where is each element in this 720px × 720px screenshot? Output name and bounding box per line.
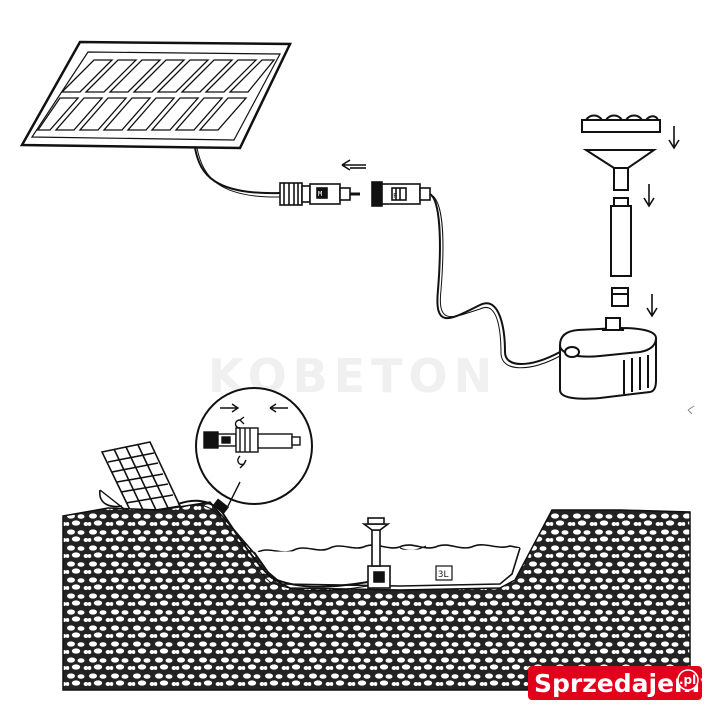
underwater-cable xyxy=(177,499,369,588)
female-connector xyxy=(371,181,431,207)
fountain-nozzle-head xyxy=(581,114,661,133)
marketplace-tld: .pl xyxy=(679,673,696,687)
pump-in-pond xyxy=(361,517,391,589)
ground-connector xyxy=(213,498,229,514)
pump xyxy=(559,317,657,400)
arrow-left-icon xyxy=(341,159,366,171)
pump-capacity-label: 3L xyxy=(438,570,449,580)
extension-tube xyxy=(610,197,632,277)
female-connector-label: F xyxy=(393,192,397,200)
solar-cells xyxy=(36,59,276,131)
arrow-down-icon xyxy=(668,126,680,150)
arrow-right-icon xyxy=(220,403,240,413)
pond-water-surface xyxy=(257,544,521,553)
water-level-marker: 3L xyxy=(435,565,453,581)
stray-mark xyxy=(687,405,695,415)
solar-panel-installed xyxy=(99,441,182,515)
male-connector-label: M xyxy=(318,190,322,198)
callout-leader xyxy=(225,481,241,511)
marketplace-badge[interactable]: Sprzedajemy .pl xyxy=(528,666,716,700)
pump-cable xyxy=(429,193,561,365)
panel-cable xyxy=(194,147,281,195)
rotate-arrow-icon xyxy=(234,416,247,469)
adapter-fitting xyxy=(611,287,629,307)
male-connector xyxy=(279,182,360,206)
arrow-down-icon xyxy=(646,294,658,318)
arrow-left-icon xyxy=(269,403,288,413)
connector-assembly-detail xyxy=(203,427,301,453)
connector-detail-callout xyxy=(195,387,313,505)
fountain-spray-dish xyxy=(582,149,658,191)
solar-panel xyxy=(19,40,292,150)
arrow-down-icon xyxy=(643,184,655,208)
